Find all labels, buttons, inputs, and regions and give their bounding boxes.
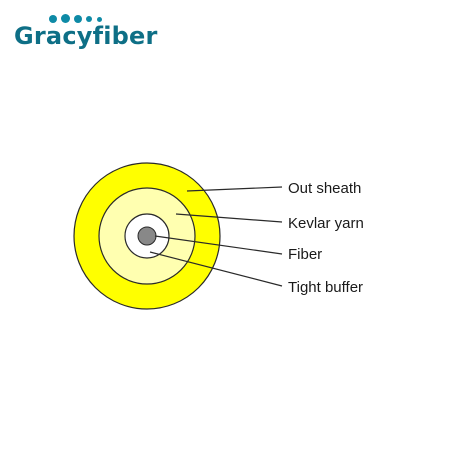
leader-line-fiber: [154, 235, 283, 255]
fiber-core: [137, 226, 157, 246]
label-fiber: Fiber: [288, 246, 322, 263]
logo-dot: [61, 14, 70, 23]
logo-dot: [74, 15, 82, 23]
label-out-sheath: Out sheath: [288, 180, 361, 197]
brand-logo: Gracyfiber: [0, 0, 180, 70]
label-kevlar-yarn: Kevlar yarn: [288, 215, 364, 232]
label-tight-buffer: Tight buffer: [288, 279, 363, 296]
logo-wordmark-text: Gracyfiber: [14, 22, 158, 50]
logo-dot: [49, 15, 57, 23]
leader-line-kevlar-yarn: [175, 213, 283, 223]
leader-line-out-sheath: [186, 186, 283, 192]
logo-wordmark: Gracyfiber: [14, 22, 158, 50]
leader-line-tight-buffer: [149, 251, 283, 287]
logo-dot: [86, 16, 92, 22]
logo-dot: [97, 17, 102, 22]
